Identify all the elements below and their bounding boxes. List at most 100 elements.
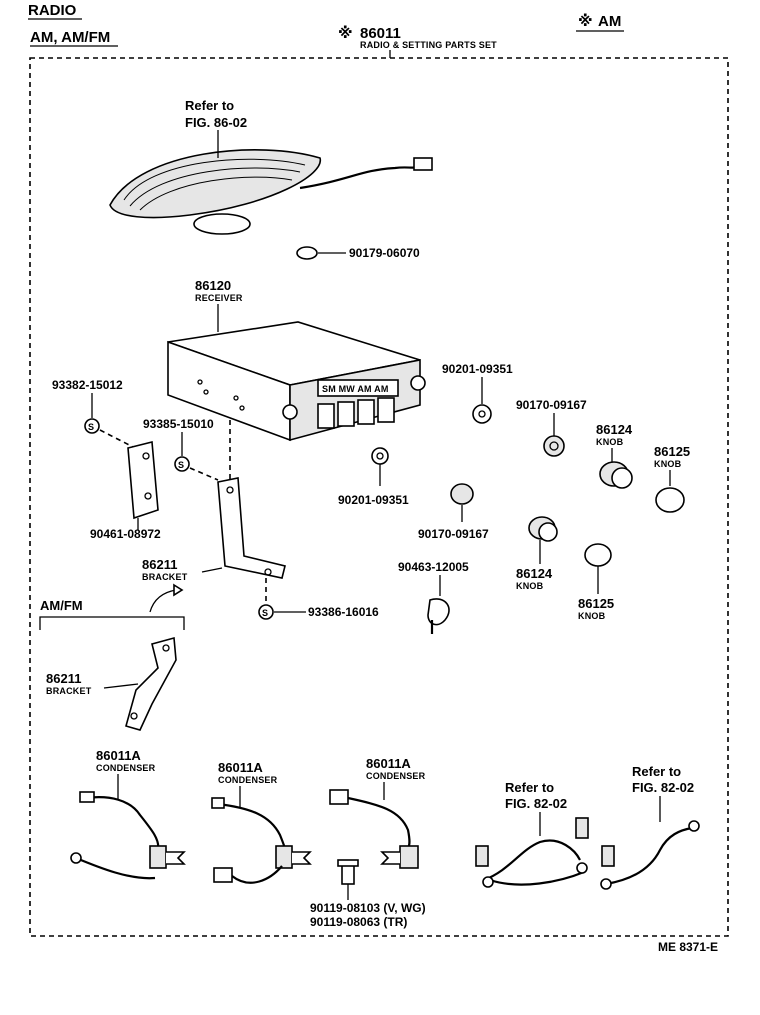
knob-face xyxy=(538,522,558,542)
condenser-body xyxy=(149,845,167,869)
bracket-part-no: 86211 xyxy=(142,557,177,572)
mount-tab xyxy=(380,851,400,865)
ring-terminal xyxy=(600,878,612,890)
screw-icon xyxy=(258,604,274,620)
preset-button xyxy=(377,397,395,423)
bracket xyxy=(217,477,286,579)
nut-c-part-no: 90170-09167 xyxy=(418,527,489,541)
screw-low-part-no: 93386-16016 xyxy=(308,605,379,619)
condenser-body xyxy=(399,845,419,869)
speaker xyxy=(109,149,433,235)
ref-a-fig: FIG. 82-02 xyxy=(505,796,567,811)
knob-icon xyxy=(655,487,685,513)
speaker-grille xyxy=(109,149,321,219)
cond3-part-no: 86011A xyxy=(366,756,411,771)
set-number: 86011 xyxy=(360,25,401,42)
nut-r1-part-no: 90170-09167 xyxy=(516,398,587,412)
speaker-plug xyxy=(413,157,433,171)
section-title: RADIO xyxy=(28,2,77,19)
cond2-name: CONDENSER xyxy=(218,775,278,785)
condenser-2 xyxy=(211,797,312,884)
knob1-name: KNOB xyxy=(596,437,624,447)
bolt-icon xyxy=(475,845,489,867)
screw-icon xyxy=(174,456,190,472)
amfm-heading: AM/FM xyxy=(40,598,83,613)
ring-terminal xyxy=(70,852,82,864)
knob-shaft xyxy=(282,404,298,420)
bracket-amfm xyxy=(125,636,177,731)
set-mark: ※ xyxy=(338,24,353,42)
knob3-name: KNOB xyxy=(516,581,544,591)
ground-strap-a xyxy=(475,817,589,888)
knob2-name: KNOB xyxy=(654,459,682,469)
knob1-part-no: 86124 xyxy=(596,422,633,437)
speaker-refer: Refer to xyxy=(185,98,234,113)
set-boundary xyxy=(29,57,729,937)
washer-icon xyxy=(472,404,492,424)
clip-bracket xyxy=(127,440,159,520)
bolt-icon xyxy=(601,845,615,867)
receiver-part-no: 86120 xyxy=(195,278,231,293)
knob2-part-no: 86125 xyxy=(654,444,690,459)
screw-icon xyxy=(84,418,100,434)
bracket2-part-no: 86211 xyxy=(46,671,81,686)
speaker-magnet xyxy=(193,213,251,235)
nut-icon xyxy=(543,435,565,457)
knob-icon xyxy=(584,543,612,567)
ring-terminal xyxy=(482,876,494,888)
footer-code: ME 8371-E xyxy=(658,940,718,954)
knob3-part-no: 86124 xyxy=(516,566,553,581)
clip-left-part-no: 90461-08972 xyxy=(90,527,161,541)
bolt-a-part-no: 90119-08103 (V, WG) xyxy=(310,901,426,915)
washer-r1-part-no: 90201-09351 xyxy=(442,362,513,376)
mount-tab xyxy=(292,851,312,865)
ref-a-refer: Refer to xyxy=(505,780,554,795)
washer-c-part-no: 90201-09351 xyxy=(338,493,409,507)
variant-name: AM xyxy=(598,13,621,30)
amfm-bracket-marker xyxy=(39,616,185,630)
bolt-b-part-no: 90119-08063 (TR) xyxy=(310,915,407,929)
wire-terminal xyxy=(211,797,225,809)
knob4-part-no: 86125 xyxy=(578,596,614,611)
ring-terminal xyxy=(688,820,700,832)
ring-terminal xyxy=(576,862,588,874)
condenser-3 xyxy=(329,789,419,885)
speaker-fig: FIG. 86-02 xyxy=(185,115,247,130)
wire-connector xyxy=(329,789,349,805)
mount-tab xyxy=(166,851,186,865)
cond1-name: CONDENSER xyxy=(96,763,156,773)
receiver-dial-text: SM MW AM AM xyxy=(322,384,389,394)
ref-b-refer: Refer to xyxy=(632,764,681,779)
preset-button xyxy=(317,403,335,429)
set-name: RADIO & SETTING PARTS SET xyxy=(360,40,497,50)
speaker-wire xyxy=(299,164,421,190)
receiver-name: RECEIVER xyxy=(195,293,243,303)
bolt-icon xyxy=(575,817,589,839)
nut-part-no: 90179-06070 xyxy=(349,246,420,260)
wire-terminal xyxy=(79,791,95,803)
bracket2-name: BRACKET xyxy=(46,686,92,696)
bracket-name: BRACKET xyxy=(142,572,188,582)
cond2-part-no: 86011A xyxy=(218,760,263,775)
knob-face xyxy=(611,467,633,489)
cond1-part-no: 86011A xyxy=(96,748,141,763)
nut-icon xyxy=(296,246,318,260)
arrow-icon xyxy=(173,583,184,597)
screw-mid-part-no: 93385-15010 xyxy=(143,417,214,431)
cond3-name: CONDENSER xyxy=(366,771,426,781)
nut-icon xyxy=(450,483,474,505)
screw-symbol: S xyxy=(178,460,184,470)
preset-button xyxy=(337,401,355,427)
ref-b-fig: FIG. 82-02 xyxy=(632,780,694,795)
clamp-part-no: 90463-12005 xyxy=(398,560,469,574)
clamp-icon xyxy=(427,598,450,626)
knob4-name: KNOB xyxy=(578,611,606,621)
screw-left-part-no: 93382-15012 xyxy=(52,378,123,392)
wire-connector xyxy=(213,867,233,883)
bolt-icon xyxy=(341,863,355,885)
preset-button xyxy=(357,399,375,425)
washer-icon xyxy=(371,447,389,465)
condenser-1 xyxy=(70,791,186,880)
